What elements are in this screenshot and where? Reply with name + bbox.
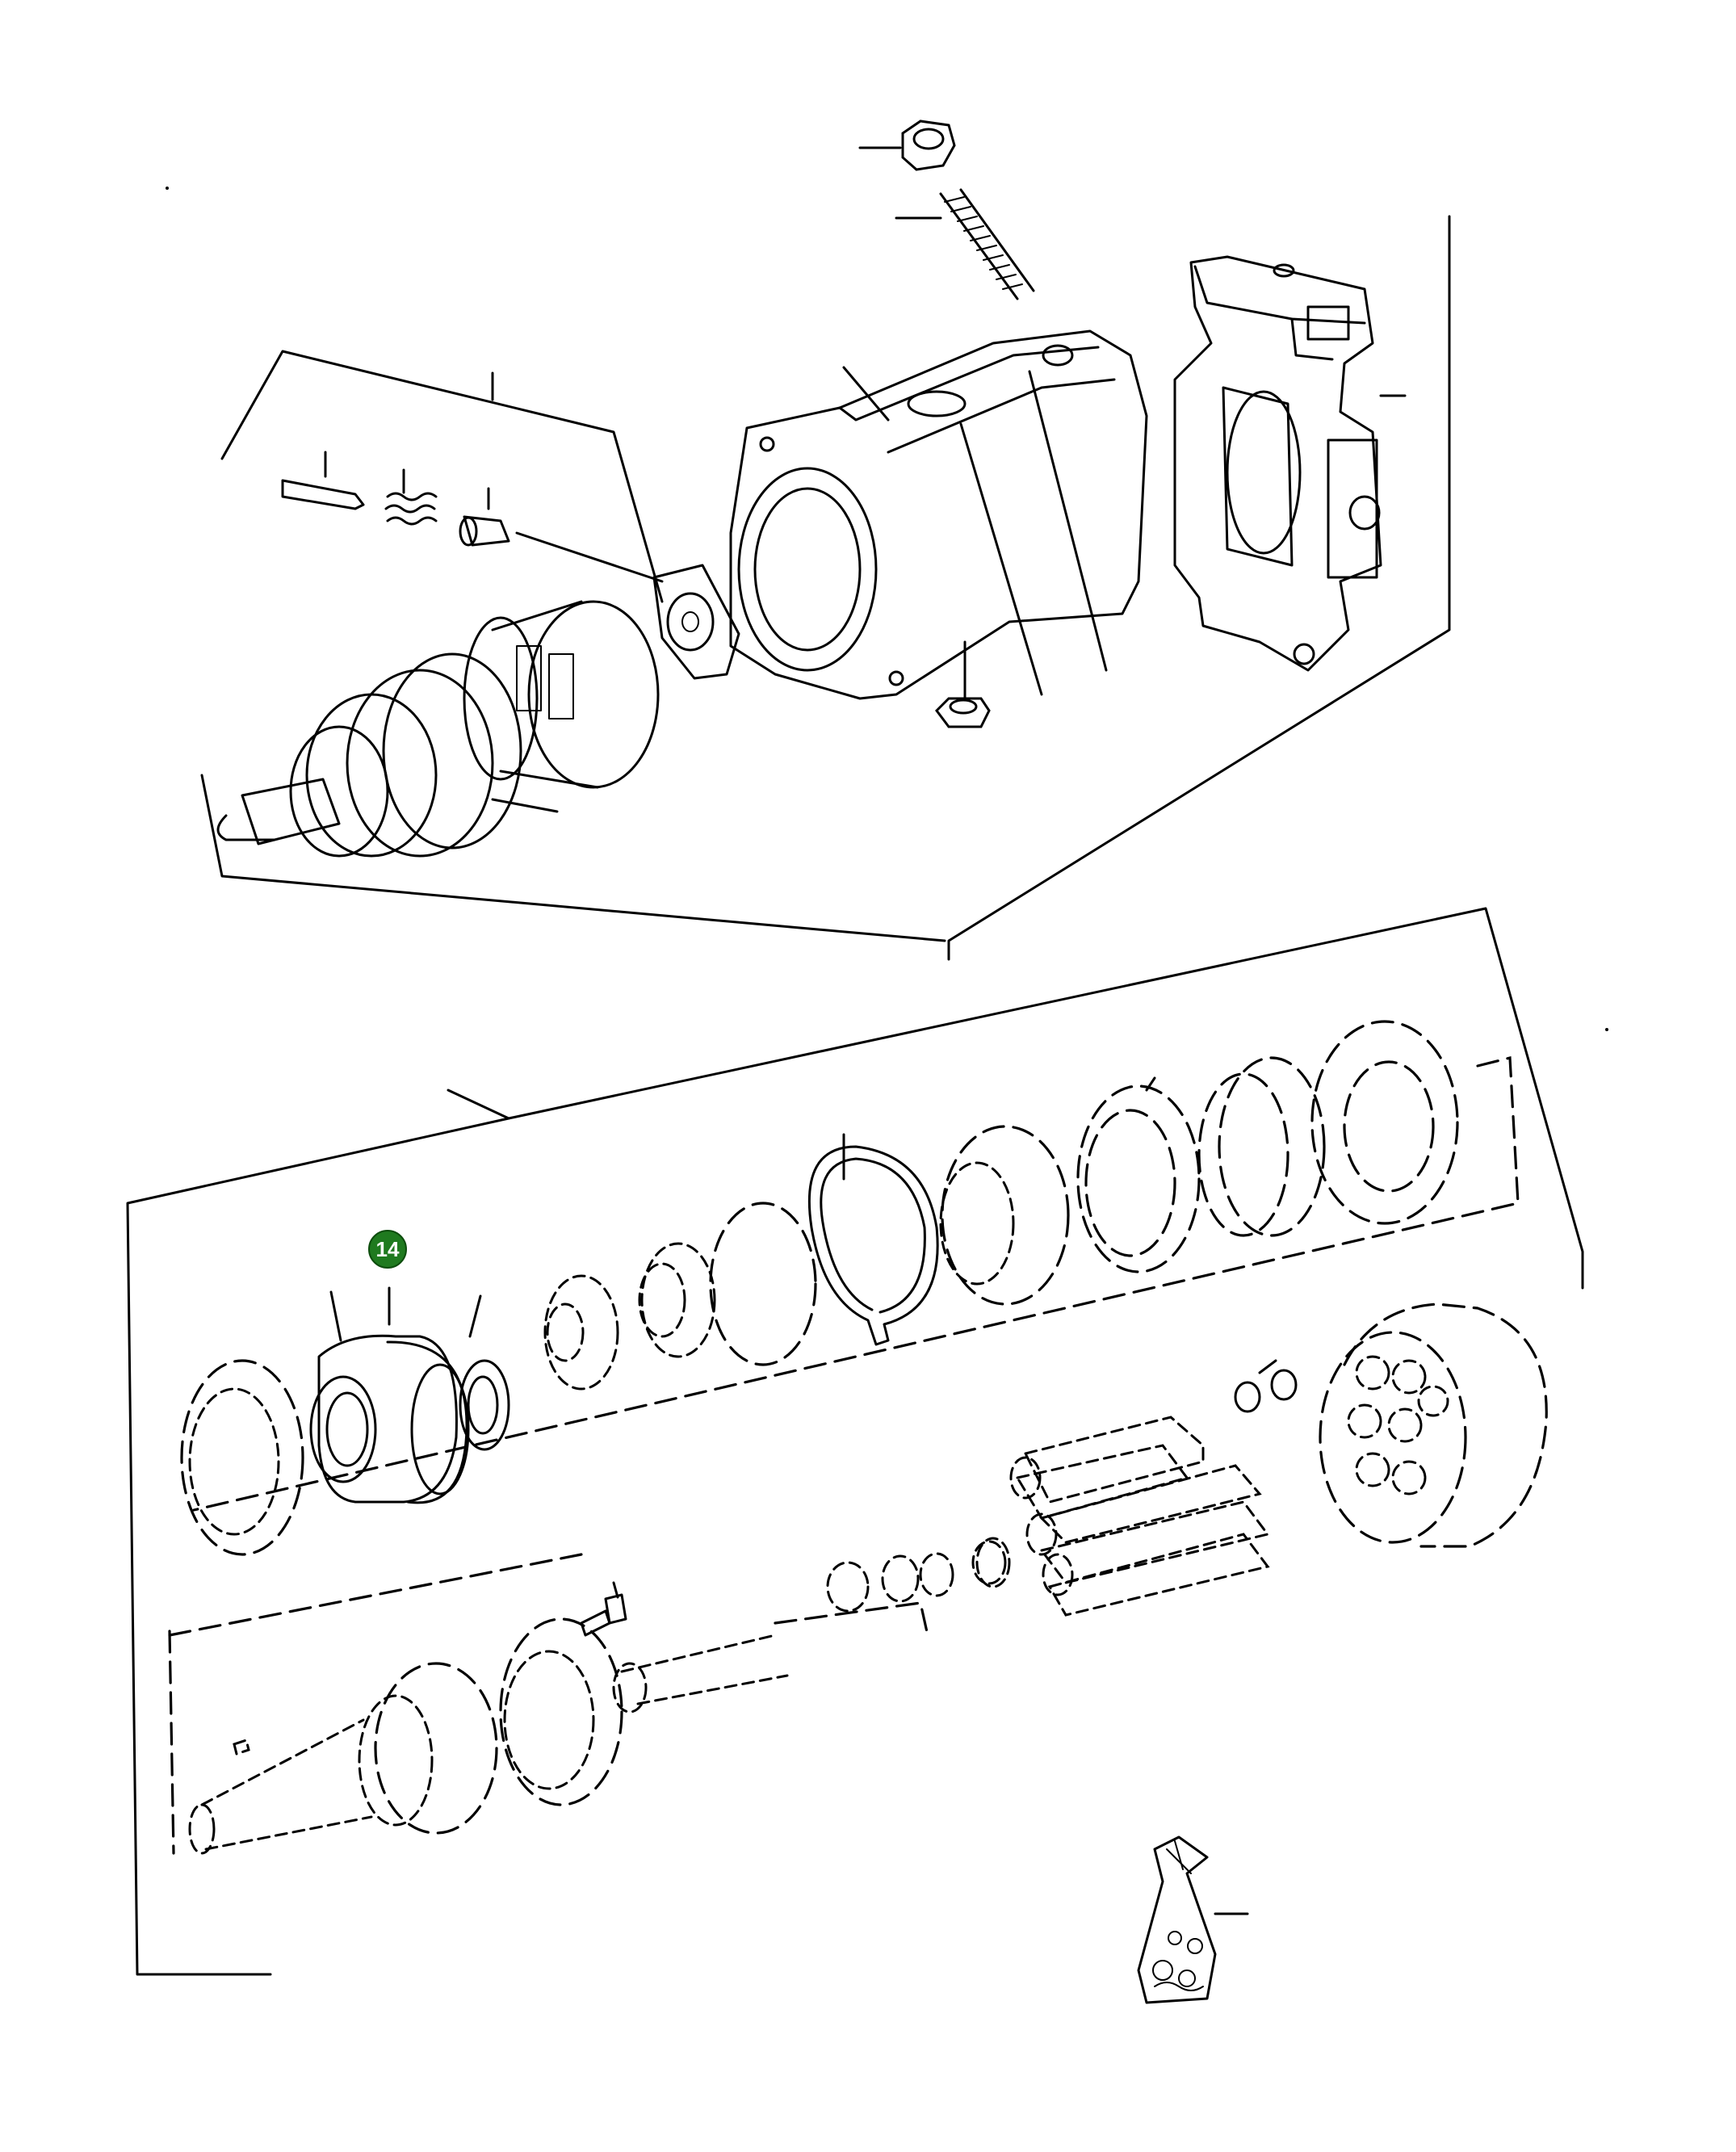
pin-spring-set [281, 451, 510, 547]
cylinder-barrel [1234, 1303, 1548, 1548]
dashed-roller-2 [543, 1274, 619, 1391]
callout-label: 14 [376, 1237, 400, 1261]
dashed-ring-a [1218, 1056, 1326, 1237]
lower-assembly: 14 [126, 907, 1584, 2004]
threaded-stud [895, 188, 1035, 300]
seal-carrier [180, 1286, 510, 1556]
port-plate [1173, 255, 1407, 672]
kit-frame-lower [168, 1630, 175, 1855]
control-plate [515, 531, 740, 680]
dashed-retainer [180, 1359, 304, 1556]
stray-dot [1605, 1028, 1608, 1031]
dashed-bearing-lower [499, 1617, 623, 1806]
drive-shaft [188, 1540, 1007, 1855]
circlip [807, 1133, 939, 1346]
callout-14[interactable]: 14 [368, 1230, 407, 1269]
kit-frame-lower-top [168, 1553, 583, 1637]
kit-frame-upper [192, 1055, 1520, 1512]
lower-frame [126, 1089, 510, 1976]
upper-bracket-frame [220, 350, 664, 603]
rotating-group [216, 600, 660, 858]
stray-dot [166, 187, 169, 190]
dashed-bearing [1310, 1020, 1459, 1225]
parts-bag [1137, 1835, 1249, 2004]
callout-marker[interactable] [368, 1230, 407, 1269]
dashed-roller [640, 1242, 716, 1358]
drain-plug [935, 640, 991, 728]
pistons [975, 1416, 1270, 1617]
dashed-gear [941, 1125, 1070, 1306]
cap-nut [858, 120, 956, 171]
lower-frame-top [507, 907, 1584, 1290]
bolt [580, 1581, 627, 1637]
upper-bracket-bottom [200, 774, 946, 942]
motor-housing [729, 329, 1148, 700]
upper-assembly [200, 120, 1451, 961]
dashed-disc [1076, 1084, 1201, 1273]
upper-bracket-right [947, 215, 1451, 961]
dashed-ring-b [709, 1202, 817, 1366]
